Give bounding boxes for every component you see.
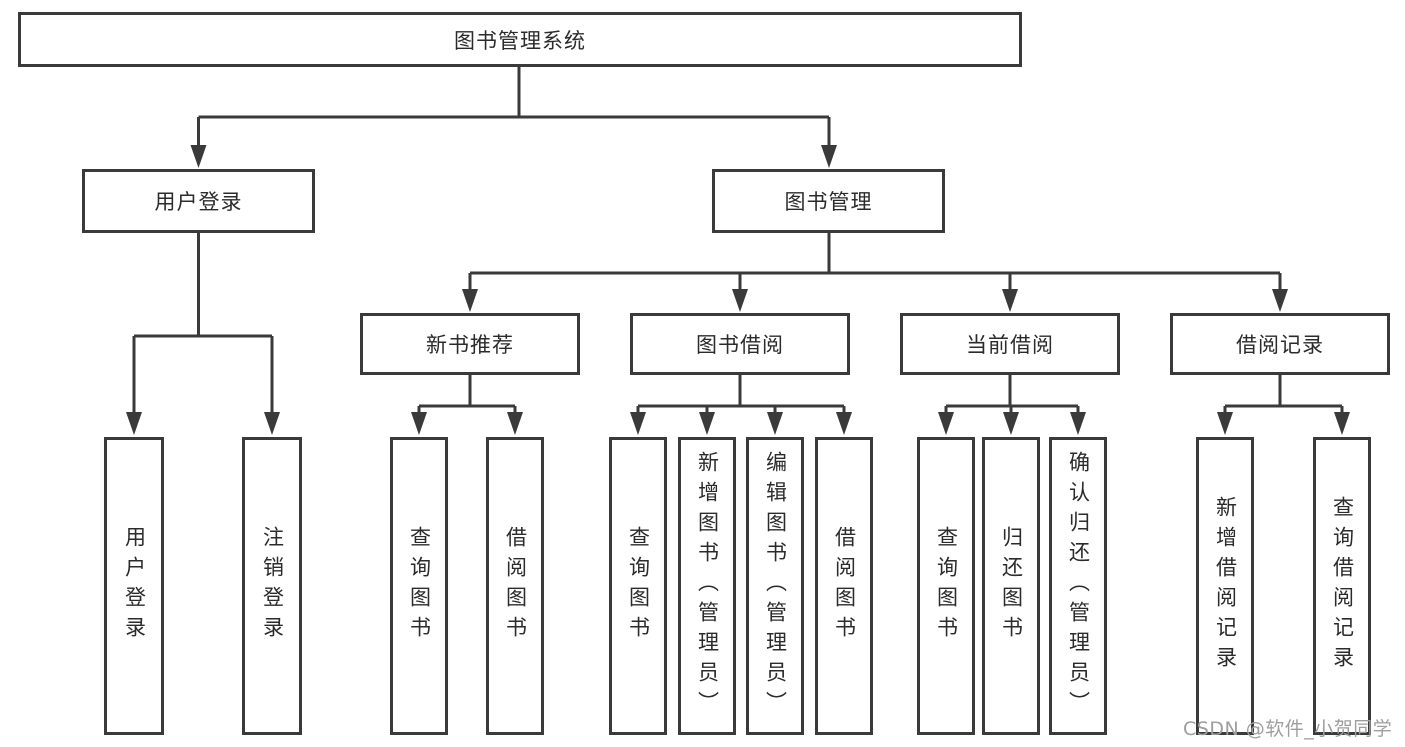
leaf-label: 借阅图书 [832, 526, 857, 646]
leaf-label: 查询图书 [626, 526, 651, 646]
leaf-label: 新增借阅记录 [1213, 496, 1238, 676]
node-root: 图书管理系统 [18, 12, 1022, 67]
leaf-add-borrow-record: 新增借阅记录 [1196, 437, 1254, 735]
node-current-borrow: 当前借阅 [900, 313, 1120, 375]
leaf-logout: 注销登录 [242, 437, 302, 735]
leaf-label: 编辑图书（管理员） [763, 451, 788, 721]
node-new-book-recommend: 新书推荐 [360, 313, 580, 375]
node-user-login: 用户登录 [82, 169, 315, 233]
node-label: 当前借阅 [966, 333, 1054, 357]
edge-management-to-level2 [462, 232, 1288, 312]
leaf-query-books-borrow: 查询图书 [609, 437, 667, 735]
leaf-label: 用户登录 [122, 526, 147, 646]
node-book-borrow: 图书借阅 [630, 313, 850, 375]
leaf-user-login: 用户登录 [104, 437, 164, 735]
leaf-label: 借阅图书 [503, 526, 528, 646]
leaf-query-books-recommend: 查询图书 [390, 437, 448, 735]
edge-root-to-level1 [190, 65, 837, 168]
node-label: 图书管理 [784, 190, 873, 214]
leaf-query-books-current: 查询图书 [917, 437, 975, 735]
node-label: 新书推荐 [426, 333, 514, 357]
leaf-query-borrow-record: 查询借阅记录 [1313, 437, 1371, 735]
node-borrow-records: 借阅记录 [1170, 313, 1390, 375]
edge-recommend-group [411, 374, 523, 435]
leaf-borrow-books: 借阅图书 [815, 437, 873, 735]
node-label: 图书管理系统 [454, 28, 586, 53]
leaf-return-books: 归还图书 [982, 437, 1040, 735]
leaf-edit-books-admin: 编辑图书（管理员） [746, 437, 804, 735]
edge-current-group [938, 374, 1086, 435]
node-label: 用户登录 [154, 190, 243, 214]
leaf-label: 查询借阅记录 [1330, 496, 1355, 676]
edge-borrow-group [630, 374, 852, 435]
leaf-label: 查询图书 [934, 526, 959, 646]
node-book-management: 图书管理 [712, 169, 945, 233]
edge-records-group [1217, 374, 1350, 435]
leaf-borrow-books-recommend: 借阅图书 [486, 437, 544, 735]
node-label: 借阅记录 [1236, 333, 1324, 357]
leaf-label: 归还图书 [999, 526, 1024, 646]
leaf-label: 注销登录 [260, 526, 285, 646]
leaf-add-books-admin: 新增图书（管理员） [678, 437, 736, 735]
leaf-label: 新增图书（管理员） [695, 451, 720, 721]
leaf-label: 查询图书 [407, 526, 432, 646]
leaf-confirm-return-admin: 确认归还（管理员） [1049, 437, 1107, 735]
leaf-label: 确认归还（管理员） [1066, 451, 1091, 721]
watermark: CSDN @软件_小贺同学 [1183, 718, 1393, 740]
node-label: 图书借阅 [696, 333, 784, 357]
edge-login-group [126, 232, 280, 435]
